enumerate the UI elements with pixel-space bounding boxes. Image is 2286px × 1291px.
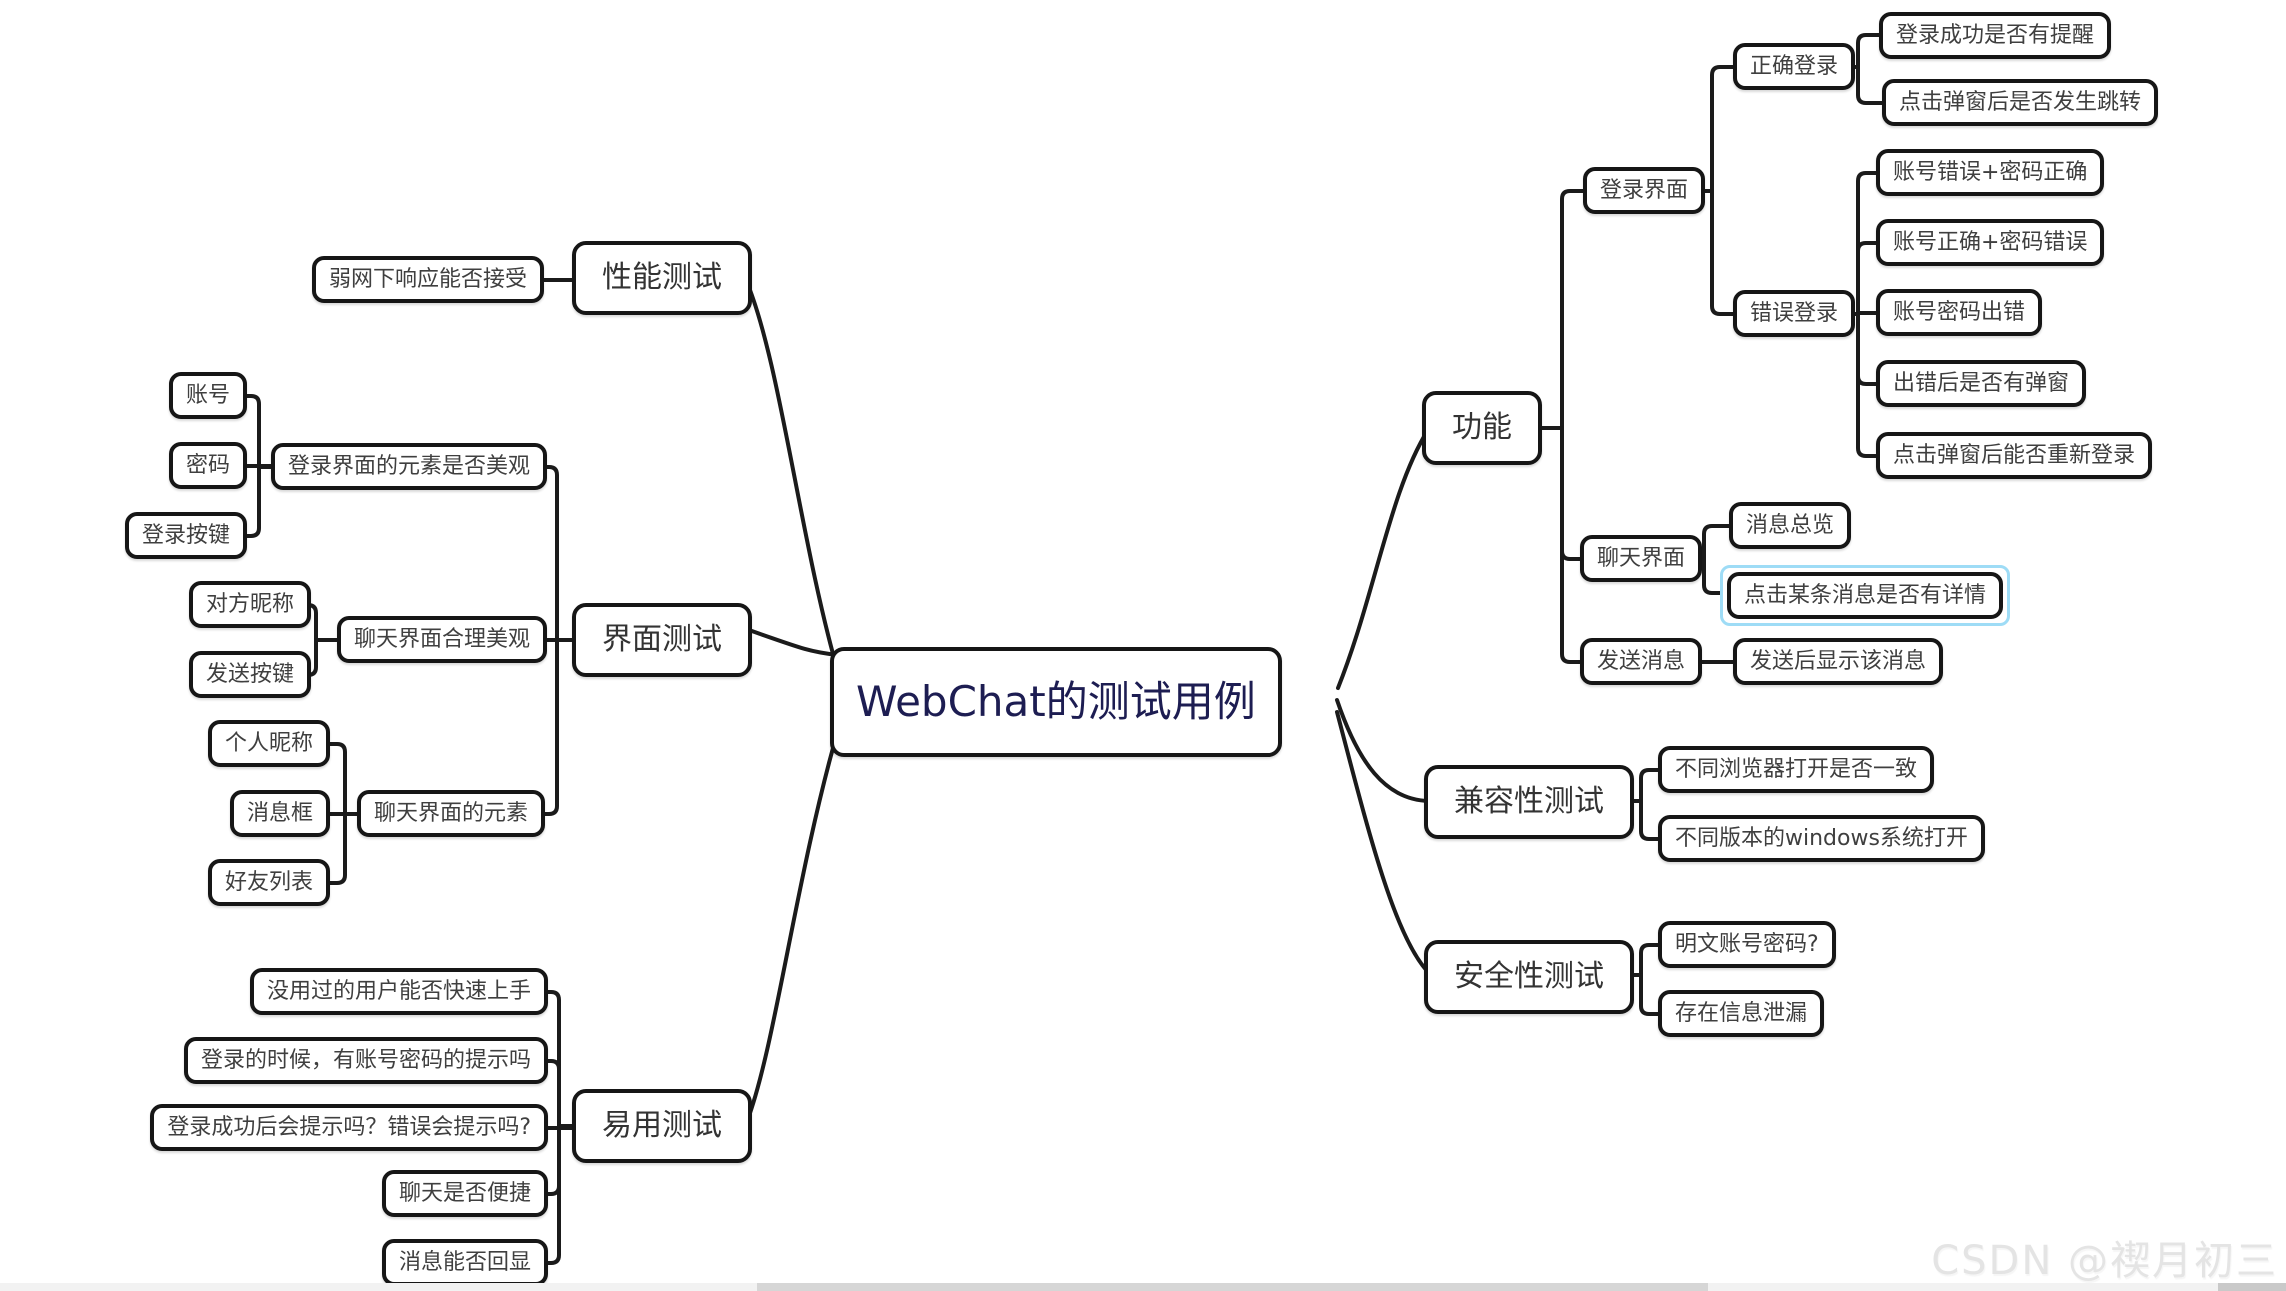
csdn-watermark: CSDN @禊月初三 — [1931, 1238, 2278, 1284]
node-performance-test[interactable]: 性能测试 — [572, 241, 752, 315]
node-popup-jump[interactable]: 点击弹窗后是否发生跳转 — [1882, 79, 2159, 126]
node-self-nickname[interactable]: 个人昵称 — [207, 720, 330, 767]
node-login-ui-beauty[interactable]: 登录界面的元素是否美观 — [270, 443, 547, 490]
node-different-windows[interactable]: 不同版本的windows系统打开 — [1658, 815, 1985, 862]
node-send-message[interactable]: 发送消息 — [1580, 638, 1703, 685]
node-plaintext-password[interactable]: 明文账号密码? — [1658, 921, 1836, 968]
node-other-nickname[interactable]: 对方昵称 — [188, 581, 311, 628]
horizontal-scrollbar-thumb[interactable] — [757, 1283, 1708, 1291]
node-right-account-wrong-password[interactable]: 账号正确+密码错误 — [1876, 219, 2105, 266]
node-error-login[interactable]: 错误登录 — [1733, 290, 1856, 337]
node-usability-test[interactable]: 易用测试 — [572, 1089, 752, 1163]
node-login-hint[interactable]: 登录的时候，有账号密码的提示吗 — [183, 1037, 548, 1084]
node-login-screen[interactable]: 登录界面 — [1583, 167, 1706, 214]
node-login-button[interactable]: 登录按键 — [124, 512, 247, 559]
curve-root-to-performance — [744, 278, 840, 674]
node-ui-test[interactable]: 界面测试 — [572, 603, 752, 677]
node-root-topic[interactable]: WebChat的测试用例 — [830, 647, 1282, 757]
node-account[interactable]: 账号 — [168, 372, 247, 419]
node-chat-ui-elements[interactable]: 聊天界面的元素 — [356, 790, 545, 837]
node-password[interactable]: 密码 — [168, 442, 247, 489]
node-new-user-quick-start[interactable]: 没用过的用户能否快速上手 — [249, 968, 548, 1015]
node-chat-ui-beauty[interactable]: 聊天界面合理美观 — [336, 616, 547, 663]
node-function[interactable]: 功能 — [1422, 391, 1542, 465]
node-show-after-send[interactable]: 发送后显示该消息 — [1733, 638, 1944, 685]
node-message-overview[interactable]: 消息总览 — [1729, 502, 1852, 549]
node-info-leak[interactable]: 存在信息泄漏 — [1658, 990, 1825, 1037]
node-chat-convenient[interactable]: 聊天是否便捷 — [381, 1170, 548, 1217]
scrollbar-corner — [2218, 1283, 2286, 1291]
curve-root-to-security — [1335, 710, 1432, 976]
node-weak-network-response[interactable]: 弱网下响应能否接受 — [311, 256, 544, 303]
selection-outline: 点击某条消息是否有详情 — [1720, 565, 2011, 626]
curve-root-to-ui-test — [747, 628, 840, 657]
node-message-echo[interactable]: 消息能否回显 — [381, 1239, 548, 1286]
node-login-feedback[interactable]: 登录成功后会提示吗？错误会提示吗? — [150, 1104, 548, 1151]
node-compatibility-test[interactable]: 兼容性测试 — [1424, 765, 1634, 839]
curve-root-to-function — [1336, 428, 1430, 690]
node-popup-relogin[interactable]: 点击弹窗后能否重新登录 — [1876, 432, 2153, 479]
node-message-box[interactable]: 消息框 — [229, 790, 330, 837]
node-correct-login[interactable]: 正确登录 — [1733, 43, 1856, 90]
horizontal-scrollbar-track[interactable] — [0, 1283, 2286, 1291]
curve-root-to-compatibility — [1335, 698, 1431, 803]
node-chat-screen[interactable]: 聊天界面 — [1580, 535, 1703, 582]
node-different-browsers[interactable]: 不同浏览器打开是否一致 — [1658, 746, 1935, 793]
node-message-detail-selected[interactable]: 点击某条消息是否有详情 — [1727, 572, 2004, 619]
node-send-button[interactable]: 发送按键 — [188, 651, 311, 698]
node-security-test[interactable]: 安全性测试 — [1424, 940, 1634, 1014]
node-friend-list[interactable]: 好友列表 — [207, 859, 330, 906]
node-account-password-error[interactable]: 账号密码出错 — [1876, 289, 2043, 336]
node-wrong-account-right-password[interactable]: 账号错误+密码正确 — [1876, 149, 2105, 196]
curve-root-to-usability — [744, 728, 840, 1126]
node-error-popup[interactable]: 出错后是否有弹窗 — [1876, 360, 2087, 407]
node-login-success-remind[interactable]: 登录成功是否有提醒 — [1879, 12, 2112, 59]
